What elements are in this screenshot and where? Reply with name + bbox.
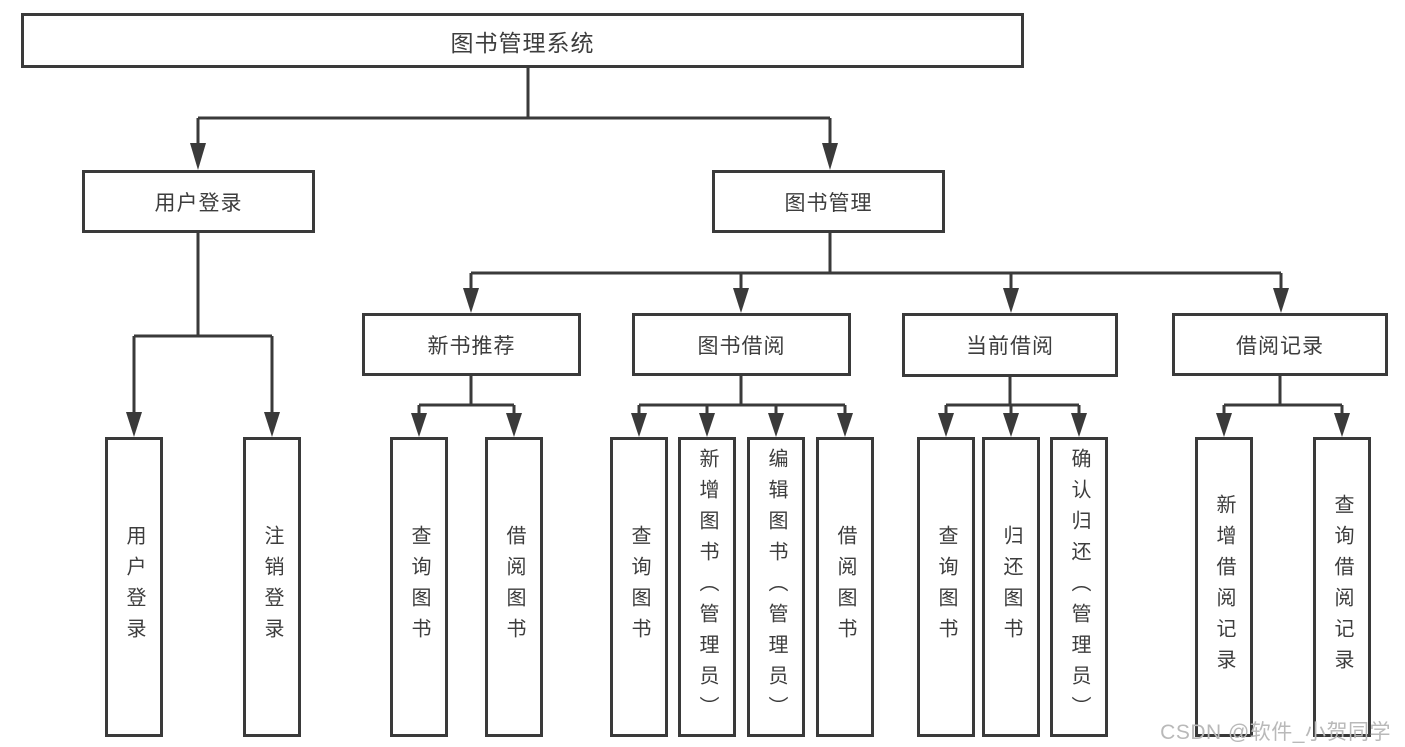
leaf-current-return-books: 归还图书	[982, 437, 1040, 737]
leaf-records-add-record: 新增借阅记录	[1195, 437, 1253, 737]
leaf-borrow-query-books: 查询图书	[610, 437, 668, 737]
leaf-borrow-borrow-books: 借阅图书	[816, 437, 874, 737]
node-root: 图书管理系统	[21, 13, 1024, 68]
leaf-newbooks-query-books: 查询图书	[390, 437, 448, 737]
node-current-borrowing: 当前借阅	[902, 313, 1118, 377]
arrowheads	[126, 143, 1350, 437]
leaf-records-query-record: 查询借阅记录	[1313, 437, 1371, 737]
node-book-borrowing: 图书借阅	[632, 313, 851, 376]
node-book-management: 图书管理	[712, 170, 945, 233]
leaf-newbooks-borrow-books: 借阅图书	[485, 437, 543, 737]
leaf-user-login: 用户登录	[105, 437, 163, 737]
leaf-borrow-edit-books-admin: 编辑图书（管理员）	[747, 437, 805, 737]
node-user-login: 用户登录	[82, 170, 315, 233]
leaf-logout: 注销登录	[243, 437, 301, 737]
leaf-borrow-add-books-admin: 新增图书（管理员）	[678, 437, 736, 737]
leaf-current-confirm-return-admin: 确认归还（管理员）	[1050, 437, 1108, 737]
node-new-book-recommend: 新书推荐	[362, 313, 581, 376]
leaf-current-query-books: 查询图书	[917, 437, 975, 737]
node-borrowing-records: 借阅记录	[1172, 313, 1388, 376]
